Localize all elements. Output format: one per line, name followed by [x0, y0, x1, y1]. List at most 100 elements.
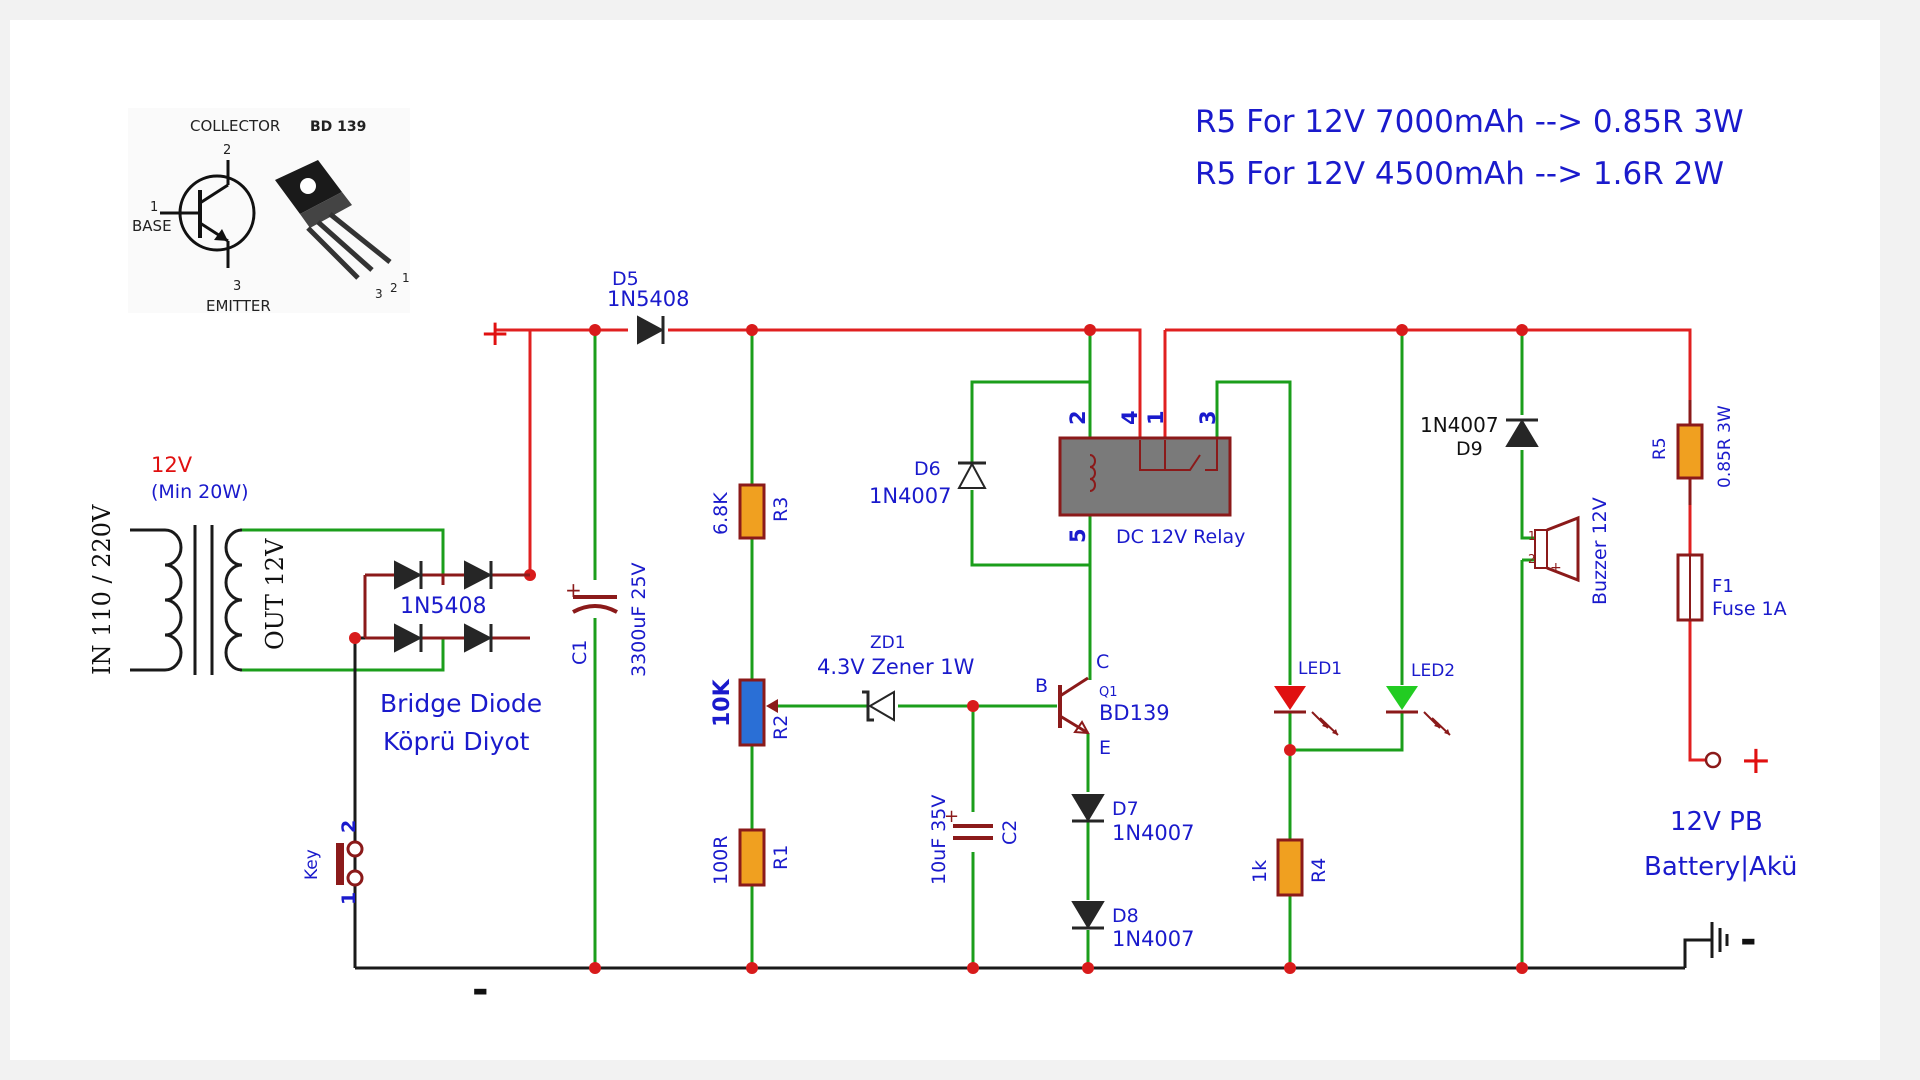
buzzer-body — [1534, 529, 1548, 569]
diode-d9: 1N4007 D9 — [1420, 413, 1539, 460]
primary-coil-icon — [164, 528, 183, 672]
q1-emitter-lead — [1059, 714, 1089, 735]
q1-c-label: C — [1096, 651, 1109, 673]
capacitor-c2: + 10uF 35V C2 — [928, 795, 1021, 885]
c2-value: 10uF 35V — [928, 795, 950, 885]
f1-ref: F1 — [1712, 576, 1734, 597]
r4-body — [1276, 838, 1304, 897]
r5-value: 0.85R 3W — [1715, 405, 1735, 488]
relay-pin3: 3 — [1196, 410, 1220, 425]
key-label: Key — [302, 849, 322, 880]
junction-gnd-r1 — [746, 962, 758, 974]
buzzer: 1 2 + Buzzer 12V — [1528, 497, 1611, 605]
led1-ref: LED1 — [1298, 659, 1342, 679]
junction-bridge-minus — [349, 632, 361, 644]
d5-diode-icon — [637, 315, 665, 345]
secondary-coil-icon — [224, 528, 243, 672]
wire-d6-top — [970, 380, 1090, 462]
transformer-voltage: 12V — [151, 453, 193, 477]
battery-plus-terminal-icon — [1704, 751, 1722, 769]
r1-ref: R1 — [770, 845, 792, 870]
led1-diode-icon — [1274, 686, 1306, 710]
led1: LED1 — [1274, 659, 1342, 736]
key-terminal-top-icon — [346, 840, 364, 858]
junction-gnd-c1 — [589, 962, 601, 974]
f1-value: Fuse 1A — [1712, 598, 1787, 620]
relay-pin2: 2 — [1066, 410, 1090, 425]
d8-ref: D8 — [1112, 905, 1139, 927]
d7-diode-icon — [1071, 794, 1105, 822]
relay-body — [1058, 436, 1232, 517]
bd139-pinout: COLLECTOR BD 139 2 1 BASE 3 EMITTER 3 2 … — [128, 108, 410, 315]
pinout-pin2: 2 — [223, 143, 231, 158]
junctions — [349, 324, 1528, 974]
wire-d9-buzzer — [1520, 450, 1535, 540]
wire-sec-bot — [240, 638, 445, 672]
led2-ref: LED2 — [1411, 661, 1455, 681]
pkg-pin1: 1 — [402, 271, 410, 285]
pinout-collector-label: COLLECTOR — [190, 117, 280, 135]
bridge-rectifier: 1N5408 Bridge Diode Köprü Diyot — [363, 560, 542, 756]
wire-led2-led1 — [1290, 712, 1404, 752]
zd1-ref: ZD1 — [870, 633, 906, 653]
d6-part: 1N4007 — [869, 484, 952, 508]
key-terminal-bottom-icon — [346, 869, 364, 887]
pinout-emitter-label: EMITTER — [206, 297, 271, 315]
diode-d7: D7 1N4007 — [1071, 794, 1195, 845]
note-line-1: R5 For 12V 7000mAh --> 0.85R 3W — [1195, 104, 1744, 140]
capacitor-c1: + C1 3300uF 25V — [565, 562, 650, 677]
r2-wiper-icon — [766, 699, 778, 713]
relay: 2 4 1 3 5 DC 12V Relay — [1058, 410, 1245, 548]
diode-d5: D5 1N5408 — [607, 268, 690, 345]
zener-zd1: ZD1 4.3V Zener 1W — [817, 633, 975, 722]
pkg-pin3: 3 — [375, 287, 383, 301]
pinout-model-label: BD 139 — [310, 119, 366, 135]
q1-ref: Q1 — [1099, 685, 1118, 700]
key-pin1: 1 — [338, 892, 360, 905]
bridge-caption-en: Bridge Diode — [380, 689, 542, 718]
bridge-frame — [363, 573, 530, 640]
note-line-2: R5 For 12V 4500mAh --> 1.6R 2W — [1195, 156, 1724, 192]
bridge-part-label: 1N5408 — [400, 594, 486, 619]
bridge-diode-4-icon — [464, 623, 493, 653]
q1-collector-lead — [1059, 676, 1089, 698]
input-minus-marker: - — [472, 967, 489, 1013]
d5-ref: D5 — [612, 268, 639, 290]
primary-leads — [130, 528, 165, 672]
transistor-q1: B C Q1 BD139 E — [1035, 651, 1170, 759]
junction-c1 — [589, 324, 601, 336]
input-plus-marker: + — [480, 313, 510, 354]
wire-fuse-to-bat — [1688, 620, 1705, 762]
junction-gnd-c2 — [967, 962, 979, 974]
junction-gnd-r4 — [1284, 962, 1296, 974]
relay-label: DC 12V Relay — [1116, 526, 1245, 548]
junction-led2 — [1396, 324, 1408, 336]
junction-d9 — [1516, 324, 1528, 336]
battery-ground-symbol-icon — [1710, 922, 1729, 958]
key-switch: Key 2 1 — [302, 820, 364, 905]
bridge-diode-1-icon — [394, 560, 423, 590]
zd1-value: 4.3V Zener 1W — [817, 655, 975, 679]
bridge-diode-3-icon — [394, 623, 423, 653]
junction-gnd-d8 — [1082, 962, 1094, 974]
key-pin2: 2 — [338, 820, 360, 833]
potentiometer-r2: 10K R2 — [710, 678, 792, 747]
junction-relay2 — [1084, 324, 1096, 336]
r2-value: 10K — [710, 678, 735, 727]
diode-d6: D6 1N4007 — [869, 458, 987, 508]
d5-part: 1N5408 — [607, 287, 690, 311]
led2: LED2 — [1386, 661, 1455, 736]
led2-diode-icon — [1386, 686, 1418, 710]
r1-body — [738, 828, 766, 887]
bridge-caption-tr: Köprü Diyot — [383, 727, 530, 756]
buzzer-pin1: 1 — [1528, 529, 1536, 543]
wire-rail-right — [1165, 328, 1692, 400]
pinout-pin1: 1 — [150, 200, 158, 215]
buzzer-plus: + — [1550, 560, 1562, 576]
fuse-f1: F1 Fuse 1A — [1676, 553, 1787, 622]
pinout-background — [128, 108, 410, 313]
resistor-r3: 6.8K R3 — [710, 483, 792, 540]
r2-ref: R2 — [770, 715, 792, 740]
diode-d8: D8 1N4007 — [1071, 901, 1195, 951]
resistor-r5: R5 0.85R 3W — [1650, 400, 1735, 505]
